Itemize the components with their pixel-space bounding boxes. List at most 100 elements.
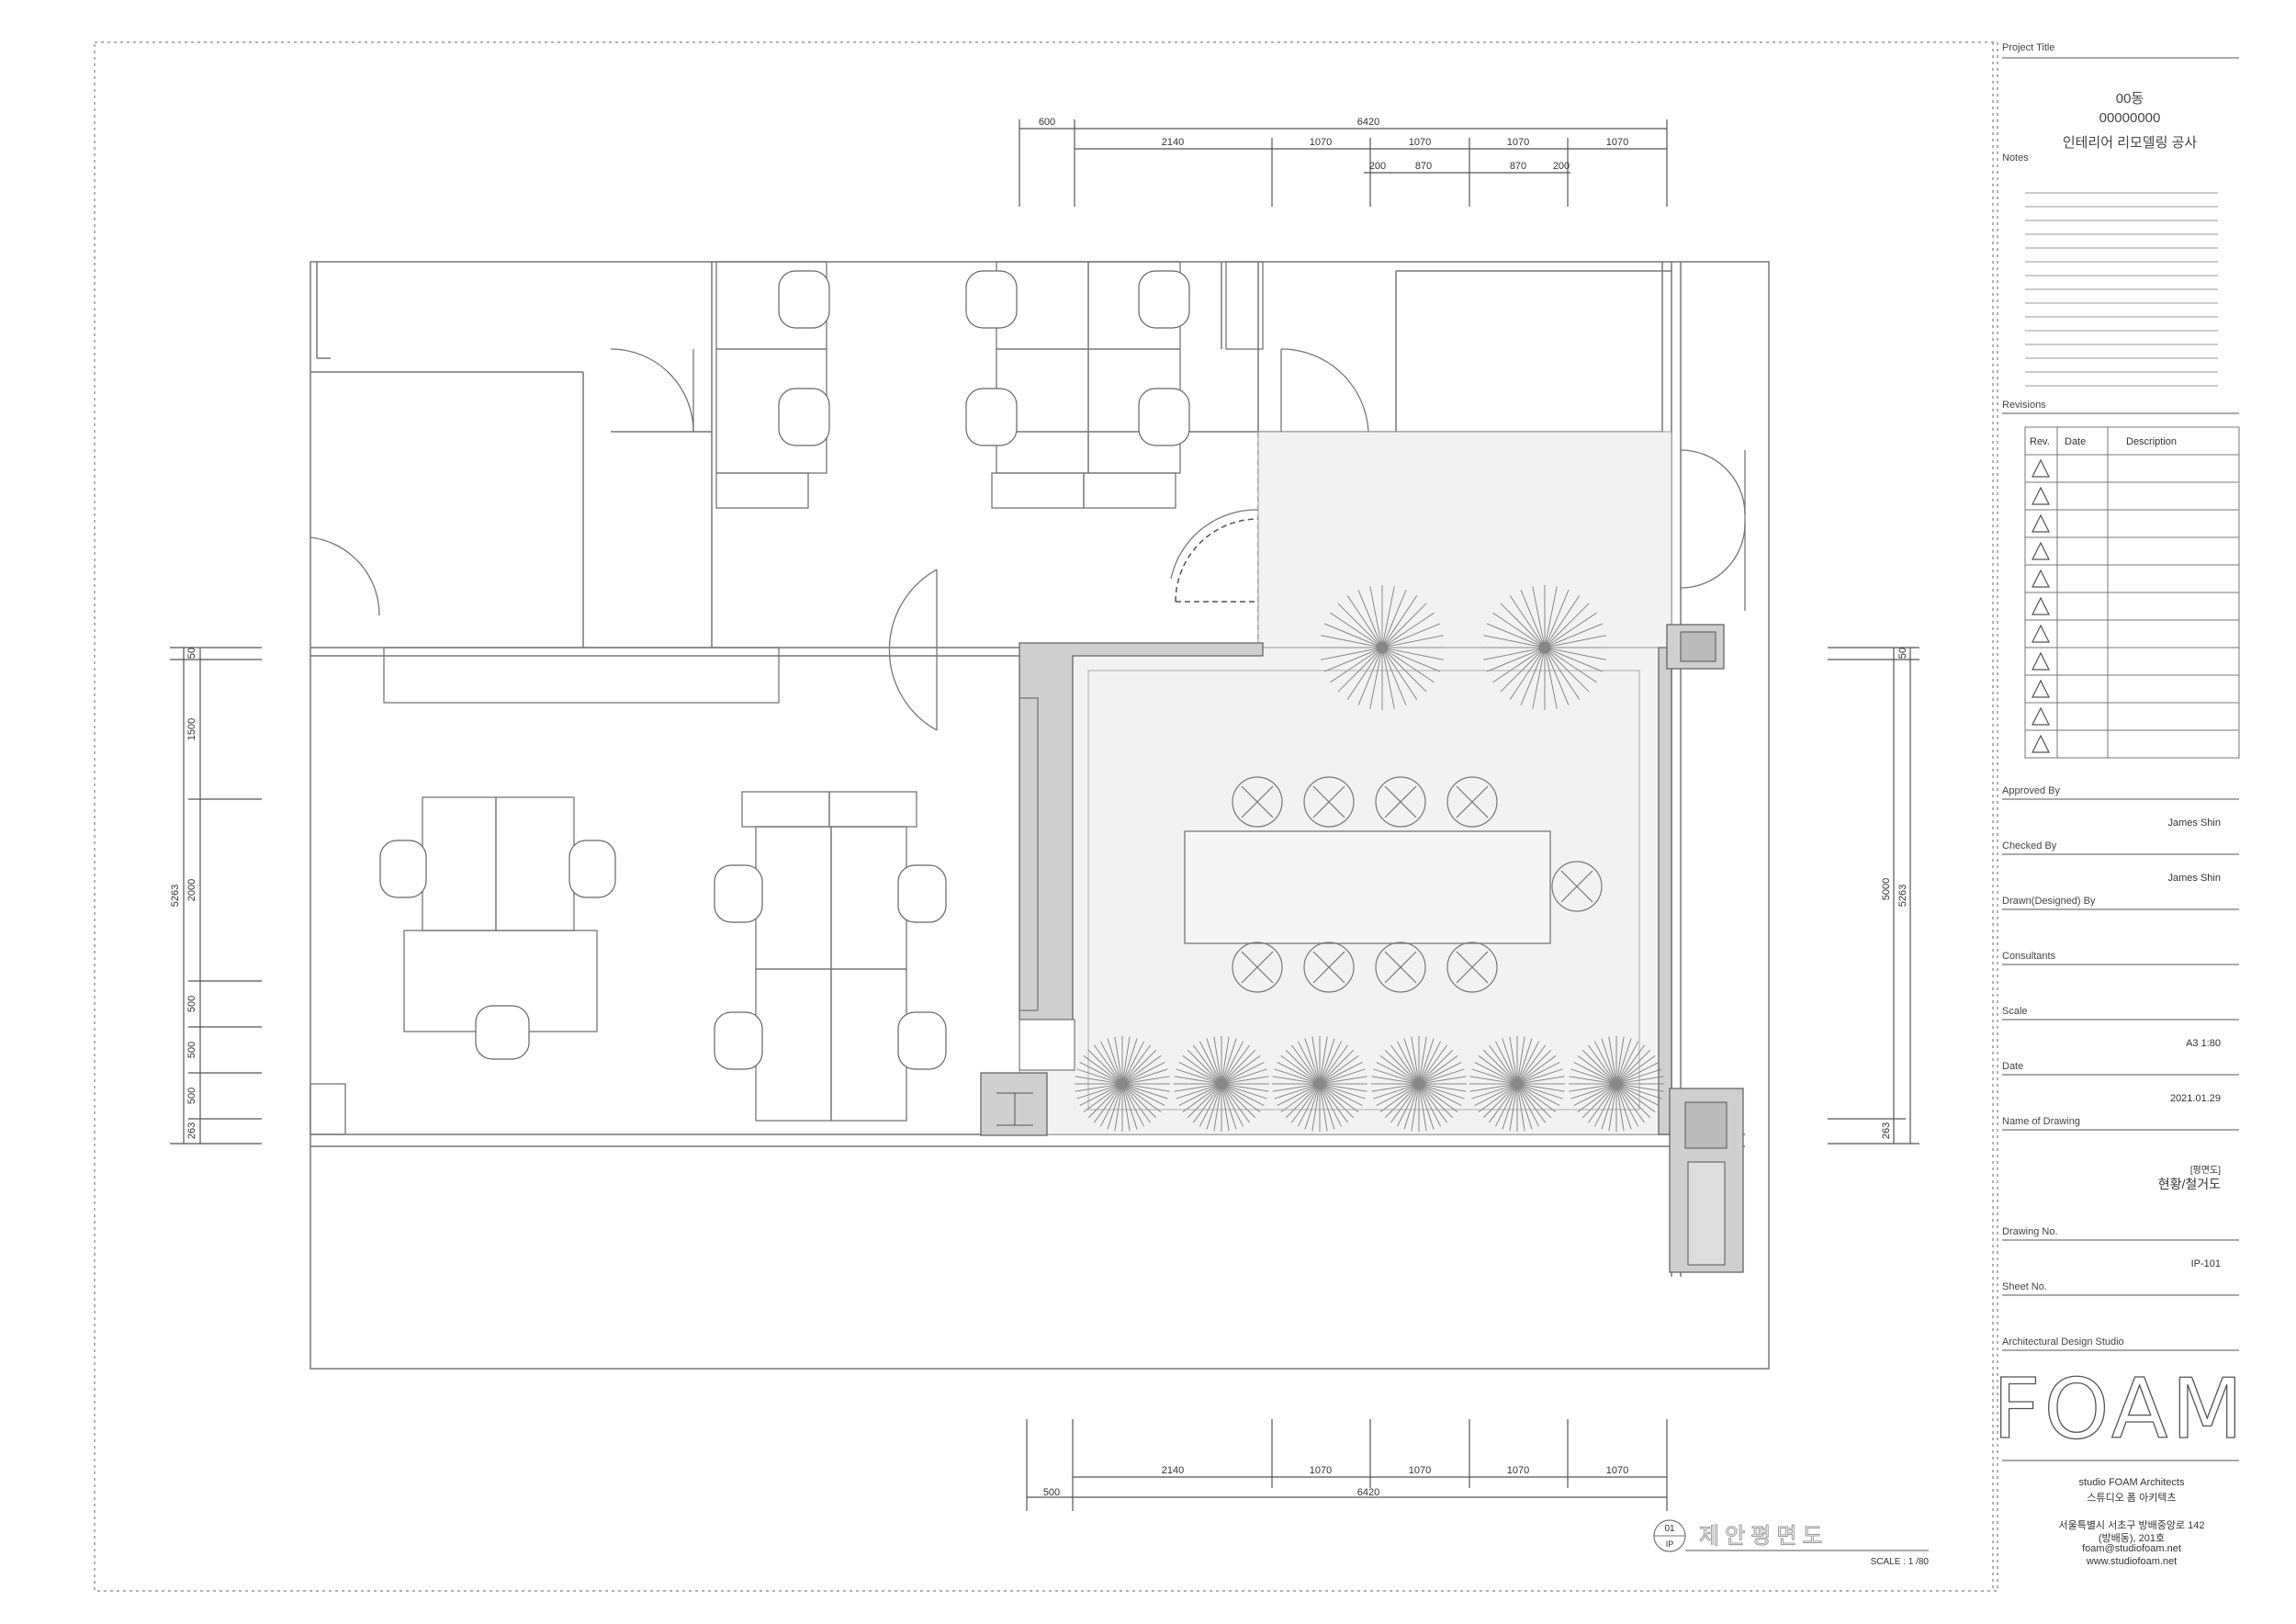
plant-ray bbox=[1206, 1038, 1222, 1085]
plant-ray bbox=[1277, 1061, 1321, 1085]
plant-ray bbox=[1418, 1083, 1465, 1100]
plant-ray bbox=[1601, 1083, 1617, 1130]
plant-ray bbox=[1221, 1076, 1269, 1085]
plant-ray bbox=[1500, 603, 1546, 648]
plant-ray bbox=[1221, 1083, 1230, 1132]
plant-ray bbox=[1221, 1049, 1256, 1085]
project-line-2: 00000000 bbox=[2099, 110, 2161, 126]
plant-ray bbox=[1369, 647, 1383, 709]
plant-ray bbox=[1323, 647, 1383, 672]
plant-ray bbox=[1221, 1083, 1261, 1112]
plant-ray bbox=[1221, 1044, 1250, 1085]
plant-ray bbox=[1319, 1083, 1343, 1127]
plant-ray bbox=[1291, 1044, 1321, 1085]
door-swings bbox=[310, 348, 1746, 731]
dim-right-seg-1: 5000 bbox=[1881, 878, 1892, 900]
plant-ray bbox=[1221, 1083, 1265, 1107]
plant-ray bbox=[1291, 1083, 1321, 1123]
plant-ray bbox=[1274, 1068, 1321, 1085]
plant-ray bbox=[1277, 1083, 1321, 1107]
plant-ray bbox=[1121, 1055, 1162, 1085]
plant-ray bbox=[1075, 1083, 1123, 1092]
dim-left-seg-3: 500 bbox=[186, 996, 197, 1012]
plant-ray bbox=[1319, 1061, 1363, 1085]
dim-bottom-seg-4: 1070 bbox=[1606, 1465, 1628, 1476]
plant-ray bbox=[1544, 647, 1558, 709]
plant-ray bbox=[1615, 1068, 1662, 1085]
plant-ray bbox=[1321, 647, 1383, 660]
checked-by-label: Checked By bbox=[2002, 840, 2057, 851]
plant-ray bbox=[1379, 1083, 1420, 1112]
notes-lines bbox=[2025, 192, 2218, 387]
plant-ray bbox=[1471, 1068, 1518, 1085]
plant-ray bbox=[1076, 1068, 1123, 1085]
plant-ray bbox=[1371, 1076, 1420, 1085]
plant-ray bbox=[1532, 586, 1546, 648]
plant-ray bbox=[1221, 1038, 1237, 1085]
revision-header-date: Date bbox=[2065, 436, 2086, 447]
plant-starbursts bbox=[1075, 585, 1664, 1132]
plant-ray bbox=[1121, 1076, 1170, 1085]
plant-ray bbox=[1304, 1038, 1321, 1085]
dim-left-seg-1: 1500 bbox=[186, 718, 197, 740]
plant-ray bbox=[1516, 1083, 1552, 1119]
plant-ray bbox=[1121, 1049, 1157, 1085]
studio-label: Architectural Design Studio bbox=[2002, 1336, 2124, 1348]
plant-ray bbox=[1319, 1083, 1363, 1107]
plant-ray bbox=[1418, 1061, 1462, 1085]
plant-ray bbox=[1516, 1038, 1533, 1085]
plant-ray bbox=[1615, 1041, 1639, 1085]
plant-ray bbox=[1121, 1083, 1138, 1130]
dim-left-seg-5: 500 bbox=[186, 1088, 197, 1104]
plant-ray bbox=[1075, 1076, 1123, 1085]
plant-ray bbox=[1381, 623, 1441, 648]
revision-table bbox=[2024, 426, 2240, 759]
plant-ray bbox=[1418, 1049, 1454, 1085]
plant-ray bbox=[1544, 589, 1570, 648]
plant-ray bbox=[1337, 647, 1383, 693]
plant-ray bbox=[1486, 647, 1546, 672]
drawing-tag: 01 IP 제안평면도 SCALE : 1 /80 bbox=[1653, 1519, 1929, 1567]
approved-by-value: James Shin bbox=[2167, 818, 2221, 829]
plant-ray bbox=[1297, 1041, 1321, 1085]
plant-ray bbox=[1357, 647, 1383, 706]
email: foam@studiofoam.net bbox=[2082, 1543, 2181, 1554]
plant-ray bbox=[1121, 1083, 1165, 1107]
dim-right-seg-0: 50 bbox=[1897, 648, 1908, 659]
dimension-labels-vertical: 50 1500 2000 500 500 500 263 5263 50 500… bbox=[170, 648, 1908, 1139]
plant-ray bbox=[1509, 1083, 1518, 1132]
plant-ray bbox=[1182, 1055, 1222, 1085]
plant-ray bbox=[1516, 1055, 1557, 1085]
plant-ray bbox=[1615, 1083, 1625, 1132]
plant-ray bbox=[1079, 1083, 1123, 1107]
chairs-lower bbox=[379, 840, 947, 1070]
drawing-tag-code: IP bbox=[1666, 1539, 1674, 1549]
plant-ray bbox=[1500, 647, 1546, 693]
drawing-tag-title: 제안평면도 bbox=[1699, 1523, 1828, 1549]
plant-ray bbox=[1221, 1061, 1265, 1085]
plant-ray bbox=[1174, 1076, 1222, 1085]
plant-ray bbox=[1390, 1083, 1420, 1123]
plant-ray bbox=[1176, 1068, 1222, 1085]
dim-bottom-seg-1: 1070 bbox=[1310, 1465, 1332, 1476]
project-title-label: Project Title bbox=[2002, 42, 2055, 53]
plant-ray bbox=[1418, 1083, 1458, 1112]
plant-ray bbox=[1272, 1083, 1321, 1092]
plant-ray bbox=[1494, 1083, 1518, 1127]
sheet-no-label: Sheet No. bbox=[2002, 1281, 2047, 1292]
plant-ray bbox=[1516, 1083, 1546, 1123]
plant-ray bbox=[1121, 1083, 1157, 1119]
plant-ray bbox=[1544, 603, 1590, 648]
plant-ray bbox=[1319, 1068, 1366, 1085]
plant-ray bbox=[1381, 589, 1407, 648]
plant-ray bbox=[1381, 647, 1395, 709]
plant-ray bbox=[1384, 1083, 1420, 1119]
plant-ray bbox=[1516, 1083, 1560, 1107]
plant-ray bbox=[1193, 1044, 1222, 1085]
plant-ray bbox=[1516, 1061, 1560, 1085]
plant-ray bbox=[1121, 1083, 1151, 1123]
plant-ray bbox=[1221, 1041, 1244, 1085]
plant-ray bbox=[1516, 1041, 1540, 1085]
plant-ray bbox=[1516, 1049, 1552, 1085]
plant-ray bbox=[1573, 1061, 1617, 1085]
